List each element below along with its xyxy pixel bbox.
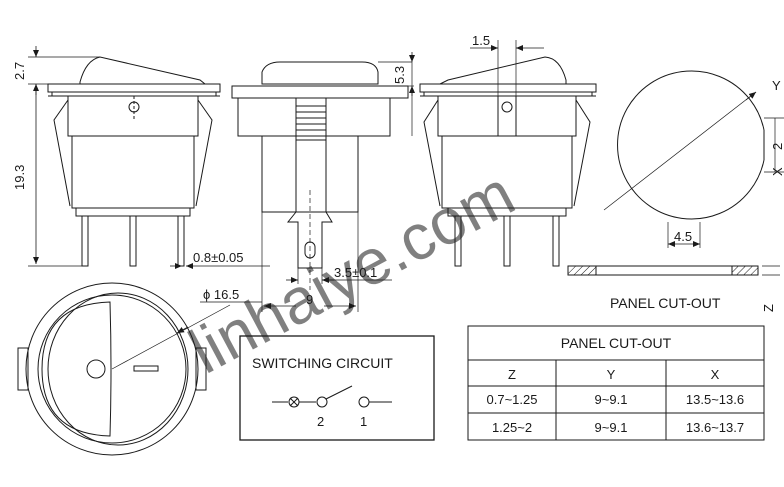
panel-cutout-label: PANEL CUT-OUT <box>610 295 721 311</box>
table-cell: 13.5~13.6 <box>686 392 744 407</box>
dim-x: X <box>770 167 784 176</box>
dim-2: 2 <box>770 143 784 150</box>
table-cell: 9~9.1 <box>595 392 628 407</box>
table-cell: 0.7~1.25 <box>487 392 538 407</box>
dim-z: Z <box>761 304 776 312</box>
side-view-right <box>419 40 597 267</box>
table-header-y: Y <box>607 367 616 382</box>
watermark-text: linhaiye.com <box>178 157 526 388</box>
panel-cutout-view <box>567 70 784 276</box>
dim-y: Y <box>772 78 781 93</box>
dim-2-7: 2.7 <box>12 62 27 80</box>
dim-1-5: 1.5 <box>472 33 490 48</box>
table-cell: 9~9.1 <box>595 420 628 435</box>
table-cell: 13.6~13.7 <box>686 420 744 435</box>
front-view-middle <box>231 52 415 312</box>
table-title: PANEL CUT-OUT <box>561 335 672 351</box>
dim-5-3: 5.3 <box>392 66 407 84</box>
cutout-table <box>467 325 765 441</box>
side-view-left <box>28 46 270 269</box>
table-cell: 1.25~2 <box>492 420 532 435</box>
dim-19-3: 19.3 <box>12 165 27 190</box>
dim-0-8: 0.8±0.05 <box>193 250 244 265</box>
terminal-2-label: 2 <box>317 414 324 429</box>
table-header-x: X <box>711 367 720 382</box>
switching-circuit-box <box>239 335 435 441</box>
dim-3-5: 3.5±0.1 <box>334 265 377 280</box>
dim-phi-16-5: ϕ 16.5 <box>203 287 239 302</box>
table-header-z: Z <box>508 367 516 382</box>
switching-circuit-title: SWITCHING CIRCUIT <box>252 355 393 371</box>
dim-4-5: 4.5 <box>674 229 692 244</box>
terminal-1-label: 1 <box>360 414 367 429</box>
dim-9: 9 <box>306 292 313 307</box>
top-view-circle <box>17 282 262 456</box>
